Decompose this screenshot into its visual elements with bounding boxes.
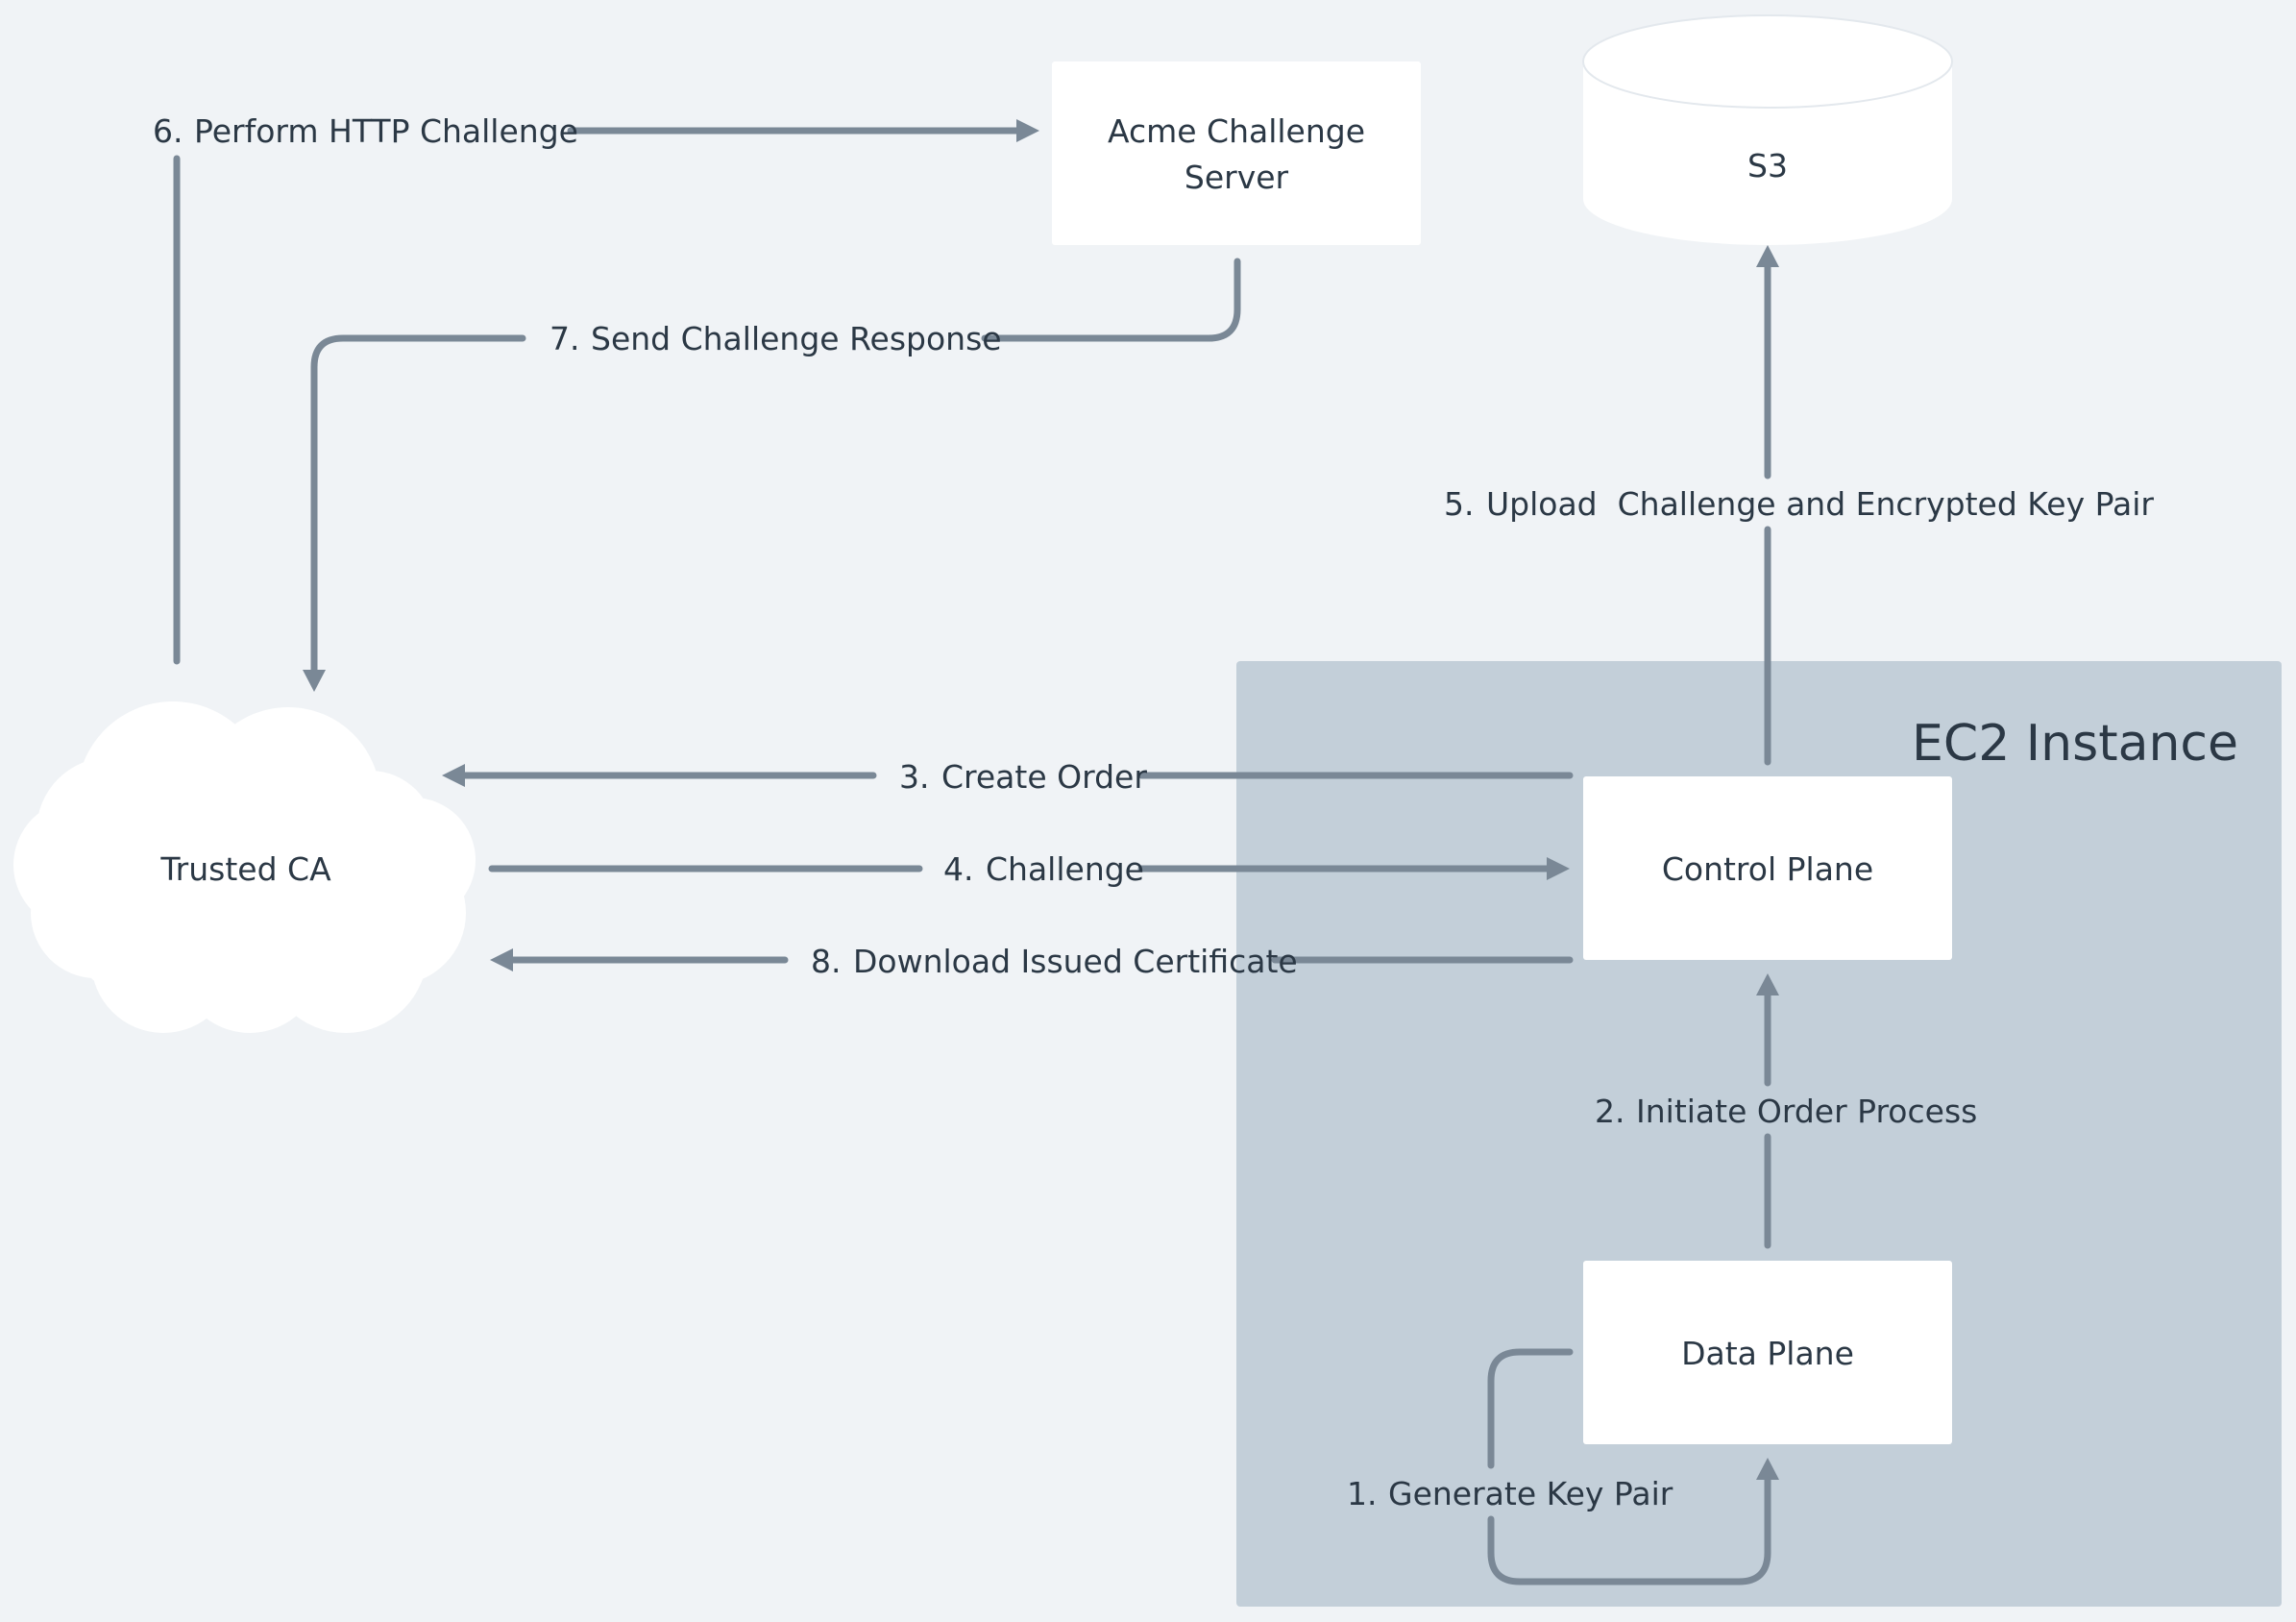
step-4-text: Challenge	[986, 850, 1144, 888]
node-trusted-ca: Trusted CA	[13, 701, 476, 1033]
step-5-number: 5.	[1444, 485, 1475, 523]
step-3-text: Create Order	[941, 758, 1147, 796]
step-1-number: 1.	[1347, 1475, 1378, 1512]
arrowhead-step-5	[1756, 245, 1779, 267]
data-plane-box	[1583, 1261, 1952, 1444]
ec2-instance-region: EC2 Instance	[1236, 661, 2282, 1607]
step-8-text: Download Issued Certificate	[853, 943, 1298, 980]
step-6-number: 6.	[153, 112, 183, 150]
node-control-plane: Control Plane	[1583, 776, 1952, 960]
s3-cylinder-body	[1583, 61, 1952, 245]
connector-step-1-bottom	[1487, 1473, 1771, 1585]
ec2-instance-title: EC2 Instance	[1912, 715, 2238, 773]
arrowhead-step-4	[1547, 857, 1570, 880]
cloud-shape	[13, 701, 476, 1033]
step-1-text: Generate Key Pair	[1388, 1475, 1673, 1512]
step-6-label: 6. Perform HTTP Challenge	[153, 112, 578, 150]
step-2-label: 2. Initiate Order Process	[1595, 1093, 1977, 1130]
step-3-number: 3.	[899, 758, 930, 796]
arrowhead-step-6	[1016, 119, 1039, 142]
step-6-text: Perform HTTP Challenge	[194, 112, 578, 150]
step-8-number: 8.	[811, 943, 842, 980]
step-2-text: Initiate Order Process	[1636, 1093, 1977, 1130]
connector-step-1-top	[1487, 1348, 1574, 1469]
step-3-label: 3. Create Order	[899, 758, 1147, 796]
ec2-instance-region-bg	[1236, 661, 2282, 1607]
connector-step-7-right	[981, 258, 1241, 342]
acme-server-label-line1: Acme Challenge	[1108, 112, 1365, 150]
step-1-label: 1. Generate Key Pair	[1347, 1475, 1673, 1512]
data-plane-label: Data Plane	[1681, 1335, 1854, 1372]
step-2-number: 2.	[1595, 1093, 1625, 1130]
s3-cylinder-top	[1582, 14, 1953, 109]
acme-server-label-line2: Server	[1185, 159, 1289, 196]
arrowhead-step-2	[1756, 973, 1779, 995]
step-7-text: Send Challenge Response	[591, 320, 1002, 357]
arrowhead-step-8	[490, 948, 513, 971]
node-data-plane: Data Plane	[1583, 1261, 1952, 1444]
trusted-ca-label: Trusted CA	[159, 850, 331, 888]
connector-step-7-left	[310, 334, 526, 676]
step-4-number: 4.	[943, 850, 974, 888]
node-s3: S3	[1582, 14, 1953, 245]
control-plane-label: Control Plane	[1662, 850, 1873, 888]
acme-server-box	[1052, 61, 1421, 245]
step-4-label: 4. Challenge	[943, 850, 1144, 888]
step-7-label: 7. Send Challenge Response	[550, 320, 1002, 357]
arrowhead-step-7	[303, 670, 326, 692]
step-5-text: Upload Challenge and Encrypted Key Pair	[1486, 485, 2154, 523]
step-labels: 6. Perform HTTP Challenge 7. Send Challe…	[153, 112, 2154, 1512]
step-5-label: 5. Upload Challenge and Encrypted Key Pa…	[1444, 485, 2154, 523]
arrowhead-step-1	[1756, 1458, 1779, 1480]
control-plane-box	[1583, 776, 1952, 960]
step-8-label: 8. Download Issued Certificate	[811, 943, 1298, 980]
s3-label: S3	[1747, 147, 1788, 184]
step-7-number: 7.	[550, 320, 580, 357]
node-acme-challenge-server: Acme Challenge Server	[1052, 61, 1421, 245]
arrowhead-step-3	[442, 764, 465, 787]
connectors	[173, 119, 1779, 1585]
